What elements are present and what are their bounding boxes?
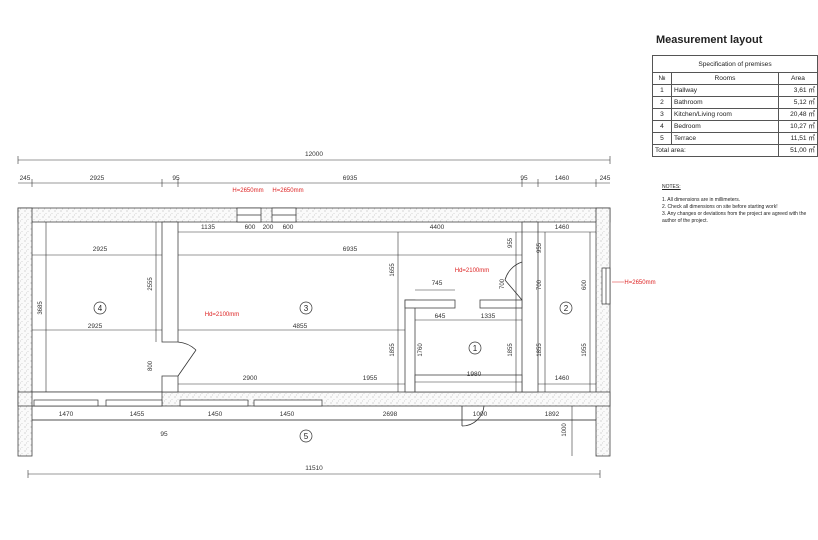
dim-vert: 2555 [148, 277, 154, 291]
dim-hall: 1980 [467, 371, 482, 378]
dim-top: 95 [172, 175, 180, 182]
dim-inner: 600 [245, 224, 256, 231]
dim-row: 2925 [88, 323, 103, 330]
dim-bath: 1460 [555, 375, 570, 382]
vertical-dimension-texts: 3685 2555 800 1655 1855 1760 1855 700 95… [38, 237, 588, 436]
dim-vert: 800 [148, 360, 154, 371]
dim-vert: 600 [582, 279, 588, 290]
dim-vert: 1855 [390, 343, 396, 357]
dim-terrace: 1450 [280, 411, 295, 418]
dim-top: 6935 [343, 175, 358, 182]
total-value: 51,00 ㎡ [778, 144, 818, 157]
table-row: 5 Terrace 11,51 ㎡ [652, 132, 818, 145]
dim-vert: 1760 [418, 343, 424, 357]
dim-hall: 1335 [481, 313, 496, 320]
window-height-label: H=2650mm [232, 188, 263, 194]
dim-terrace: 95 [160, 431, 168, 438]
note-item: 2. Check all dimensions on site before s… [662, 204, 778, 210]
dim-row: 6935 [343, 246, 358, 253]
dim-terrace: 1450 [208, 411, 223, 418]
dim-hall: 745 [432, 280, 443, 287]
dim-vert: 1855 [537, 343, 543, 357]
room-number: 5 [304, 432, 309, 441]
dimension-lines [17, 156, 611, 478]
dim-vert: 700 [500, 278, 506, 289]
dim-vert: 955 [508, 237, 514, 248]
dim-inner: 200 [263, 224, 274, 231]
dim-row: 1955 [363, 375, 378, 382]
dim-vert: 1855 [508, 343, 514, 357]
door-height-label: Hd=2100mm [205, 312, 240, 318]
dim-top: 245 [20, 175, 31, 182]
room-labels: 4 3 1 2 5 [93, 301, 573, 443]
door-height-label: Hd=2100mm [455, 268, 490, 274]
dim-row: 2900 [243, 375, 258, 382]
dim-hall: 645 [435, 313, 446, 320]
window-height-label: H=2650mm [624, 280, 655, 286]
dim-terrace: 1455 [130, 411, 145, 418]
room-number: 2 [564, 304, 569, 313]
dim-vert: 3685 [38, 301, 44, 315]
room-number: 3 [304, 304, 309, 313]
dim-terrace: 1470 [59, 411, 74, 418]
dim-bottom: 11510 [305, 465, 323, 472]
dim-top: 95 [520, 175, 528, 182]
dim-vert: 1955 [582, 343, 588, 357]
outer-walls [17, 207, 611, 457]
table-row: 1 Hallway 3,61 ㎡ [652, 84, 818, 97]
page-title: Measurement layout [656, 34, 763, 46]
dim-inner: 4400 [430, 224, 445, 231]
note-item: 3. Any changes or deviations from the pr… [662, 211, 807, 224]
inner-walls [31, 221, 539, 407]
dim-top: 1460 [555, 175, 570, 182]
note-item: 1. All dimensions are in millimeters. [662, 197, 741, 203]
room-number: 1 [473, 344, 478, 353]
dim-row: 2925 [93, 246, 108, 253]
table-row: 2 Bathroom 5,12 ㎡ [652, 96, 818, 109]
dim-overall: 12000 [305, 151, 323, 158]
dim-inner: 1460 [555, 224, 570, 231]
dimension-texts: 12000 245 2925 95 6935 95 1460 245 1135 … [20, 151, 611, 472]
premises-table: Specification of premises № Rooms Area 1… [652, 55, 818, 157]
table-total-row: Total area: 51,00 ㎡ [652, 144, 818, 157]
dim-terrace: 1000 [473, 411, 488, 418]
dim-vert: 955 [537, 242, 543, 253]
dim-row: 4855 [293, 323, 308, 330]
windows [33, 207, 611, 407]
dim-vert: 700 [537, 279, 543, 290]
height-annotations: H=2650mm H=2650mm H=2650mm Hd=2100mm Hd=… [205, 188, 656, 318]
dim-top: 245 [600, 175, 611, 182]
window-height-label: H=2650mm [272, 188, 303, 194]
row-area: 20,48 ㎡ [778, 108, 818, 121]
dim-terrace: 2698 [383, 411, 398, 418]
dim-vert: 1000 [562, 423, 568, 437]
dim-terrace: 1892 [545, 411, 560, 418]
notes-heading: NOTES: [662, 184, 681, 190]
dim-inner: 600 [283, 224, 294, 231]
notes-block: NOTES: 1. All dimensions are in millimet… [662, 184, 812, 225]
dim-top: 2925 [90, 175, 105, 182]
room-number: 4 [98, 304, 103, 313]
dim-inner: 1135 [201, 224, 215, 231]
dim-vert: 1655 [390, 263, 396, 277]
